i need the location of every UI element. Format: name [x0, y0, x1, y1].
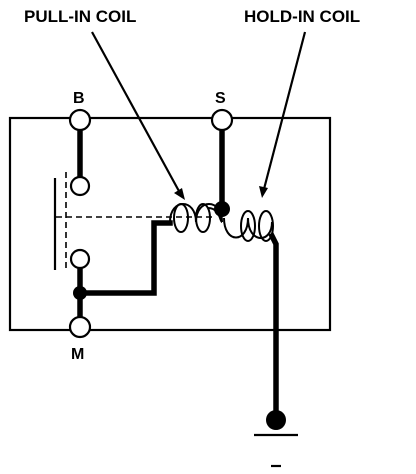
hold-in-coil-label: HOLD-IN COIL	[244, 7, 360, 26]
solenoid-housing	[8, 116, 332, 332]
terminal-m	[68, 315, 92, 339]
pull-in-coil-winding	[169, 203, 223, 233]
terminal-m-label: M	[71, 346, 84, 363]
s-junction-dot	[214, 201, 230, 217]
ground-junction-dot	[266, 410, 286, 430]
hold-in-coil-winding	[223, 210, 274, 242]
hold-in-coil-leader-arrow	[259, 31, 307, 198]
upper-contact-terminal	[69, 175, 91, 197]
pull-in-coil-label: PULL-IN COIL	[24, 7, 136, 26]
lower-contact-terminal	[69, 248, 91, 270]
terminal-b-label: B	[73, 90, 85, 107]
ground-lead	[268, 232, 279, 417]
pull-in-coil-lead	[77, 220, 173, 296]
terminal-b	[68, 108, 92, 132]
pull-in-coil-leader-arrow	[91, 31, 185, 200]
m-junction-dot	[73, 286, 87, 300]
terminal-s	[210, 108, 234, 132]
terminal-s-label: S	[215, 90, 226, 107]
ground-symbol	[254, 433, 298, 468]
